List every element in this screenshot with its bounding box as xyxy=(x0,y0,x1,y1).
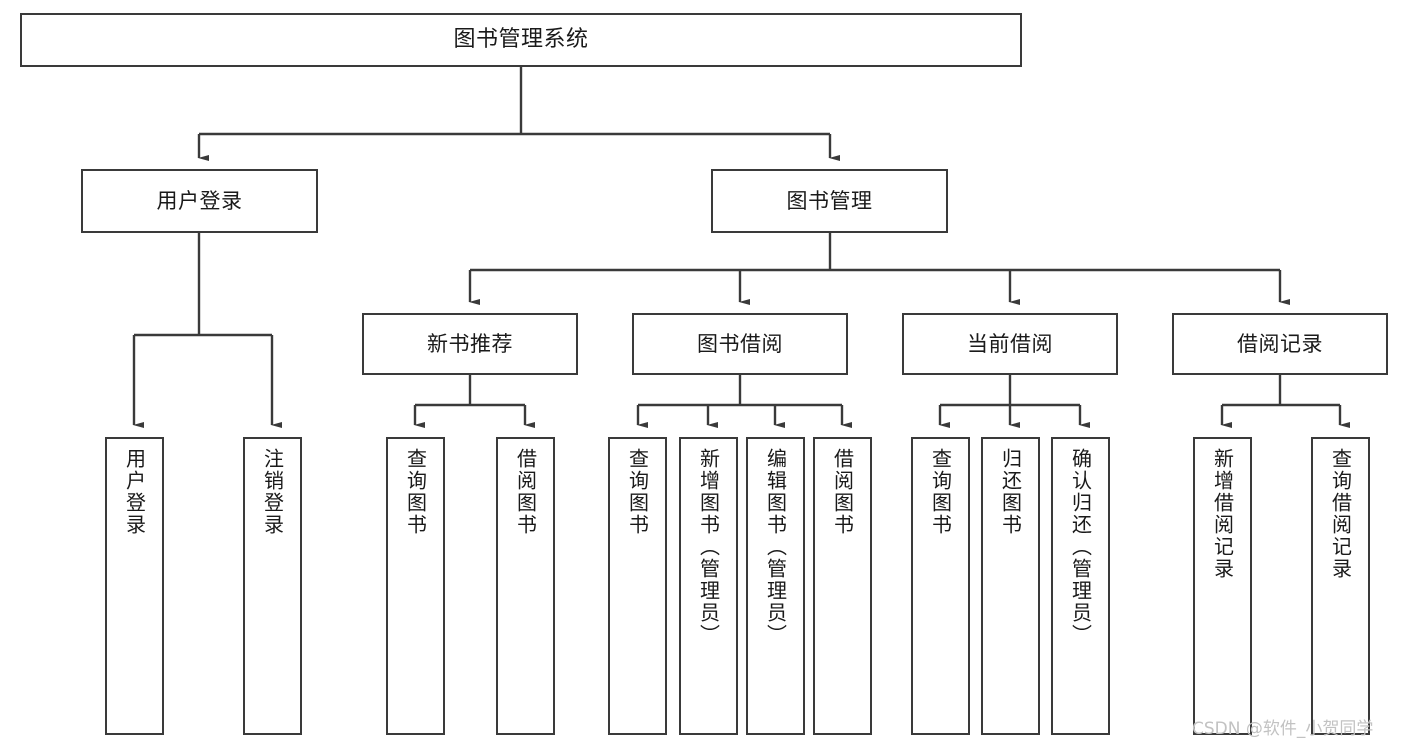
node-root[interactable]: 图书管理系统 xyxy=(20,13,1022,67)
node-root-label: 图书管理系统 xyxy=(453,27,589,53)
node-leaf-query-record-label: 查询借阅记录 xyxy=(1328,448,1353,580)
node-book-borrow[interactable]: 图书借阅 xyxy=(632,313,848,375)
node-new-book-recommend-label: 新书推荐 xyxy=(427,331,513,356)
node-leaf-edit-book[interactable]: 编辑图书（管理员） xyxy=(746,437,805,735)
node-leaf-add-record[interactable]: 新增借阅记录 xyxy=(1193,437,1252,735)
node-book-manage-label: 图书管理 xyxy=(786,188,873,213)
node-leaf-query-book-3-label: 查询图书 xyxy=(928,448,953,536)
node-leaf-logout-login-label: 注销登录 xyxy=(260,448,285,536)
node-current-borrow[interactable]: 当前借阅 xyxy=(902,313,1118,375)
node-borrow-record[interactable]: 借阅记录 xyxy=(1172,313,1388,375)
node-leaf-borrow-book-1-label: 借阅图书 xyxy=(513,448,538,536)
node-book-borrow-label: 图书借阅 xyxy=(697,331,783,356)
node-current-borrow-label: 当前借阅 xyxy=(967,331,1053,356)
node-leaf-borrow-book-2[interactable]: 借阅图书 xyxy=(813,437,872,735)
node-leaf-query-book-3[interactable]: 查询图书 xyxy=(911,437,970,735)
node-leaf-query-book-2[interactable]: 查询图书 xyxy=(608,437,667,735)
node-leaf-user-login[interactable]: 用户登录 xyxy=(105,437,164,735)
node-book-manage[interactable]: 图书管理 xyxy=(711,169,948,233)
node-new-book-recommend[interactable]: 新书推荐 xyxy=(362,313,578,375)
node-leaf-add-book[interactable]: 新增图书（管理员） xyxy=(679,437,738,735)
node-leaf-add-record-label: 新增借阅记录 xyxy=(1210,448,1235,580)
node-leaf-logout-login[interactable]: 注销登录 xyxy=(243,437,302,735)
node-leaf-user-login-label: 用户登录 xyxy=(122,448,147,536)
node-leaf-return-book-label: 归还图书 xyxy=(998,448,1023,536)
node-leaf-return-book[interactable]: 归还图书 xyxy=(981,437,1040,735)
node-leaf-query-book-2-label: 查询图书 xyxy=(625,448,650,536)
node-user-login[interactable]: 用户登录 xyxy=(81,169,318,233)
watermark: CSDN @软件_小贺同学 xyxy=(1192,719,1374,739)
node-leaf-query-book-1-label: 查询图书 xyxy=(403,448,428,536)
node-leaf-borrow-book-2-label: 借阅图书 xyxy=(830,448,855,536)
node-user-login-label: 用户登录 xyxy=(156,188,243,213)
node-leaf-query-book-1[interactable]: 查询图书 xyxy=(386,437,445,735)
node-leaf-add-book-label: 新增图书（管理员） xyxy=(696,448,721,646)
node-leaf-confirm-return[interactable]: 确认归还（管理员） xyxy=(1051,437,1110,735)
node-leaf-borrow-book-1[interactable]: 借阅图书 xyxy=(496,437,555,735)
node-borrow-record-label: 借阅记录 xyxy=(1237,331,1323,356)
node-leaf-confirm-return-label: 确认归还（管理员） xyxy=(1068,448,1093,646)
node-leaf-edit-book-label: 编辑图书（管理员） xyxy=(763,448,788,646)
node-leaf-query-record[interactable]: 查询借阅记录 xyxy=(1311,437,1370,735)
